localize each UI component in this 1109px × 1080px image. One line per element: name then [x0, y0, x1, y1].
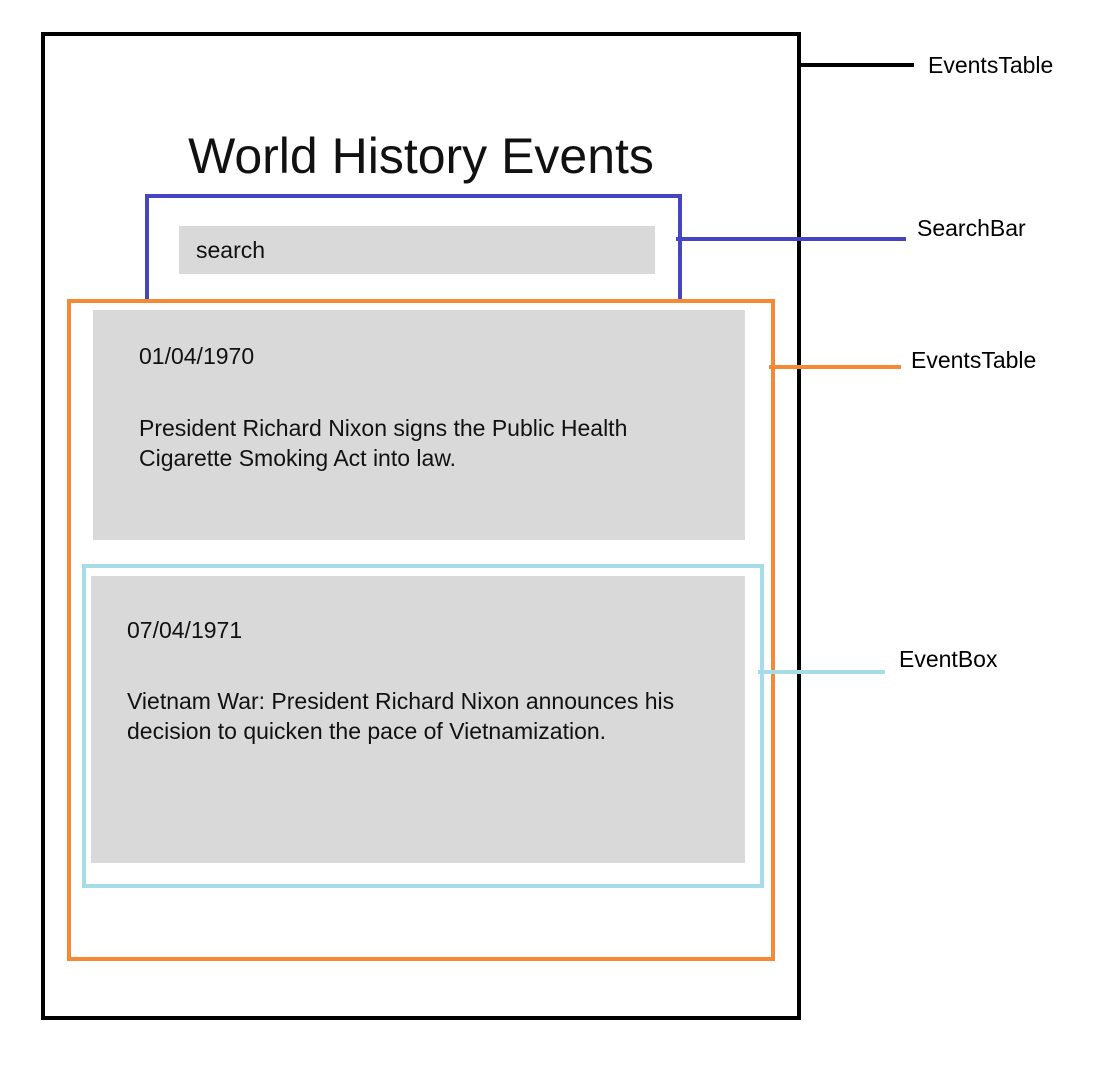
event-description: Vietnam War: President Richard Nixon ann… [127, 688, 675, 744]
search-input[interactable] [179, 226, 655, 274]
eventbox-connector [758, 670, 885, 674]
event-description: President Richard Nixon signs the Public… [139, 415, 628, 471]
annotation-label-eventbox: EventBox [899, 646, 998, 672]
events-table-outer-connector [797, 63, 914, 67]
event-card[interactable]: 07/04/1971 Vietnam War: President Richar… [91, 576, 745, 863]
searchbar-connector [676, 237, 906, 241]
events-table-connector [769, 365, 901, 369]
annotation-label-searchbar: SearchBar [917, 215, 1026, 241]
event-card[interactable]: 01/04/1970 President Richard Nixon signs… [93, 310, 745, 540]
eventbox-frame [82, 564, 764, 888]
event-date: 07/04/1971 [127, 617, 243, 643]
annotation-label-events-table-outer: EventsTable [928, 52, 1054, 78]
event-date: 01/04/1970 [139, 343, 255, 369]
annotation-label-events-table: EventsTable [911, 347, 1037, 373]
page-title: World History Events [188, 128, 654, 184]
events-table-frame [67, 299, 775, 961]
events-table-outer-frame [41, 32, 801, 1020]
